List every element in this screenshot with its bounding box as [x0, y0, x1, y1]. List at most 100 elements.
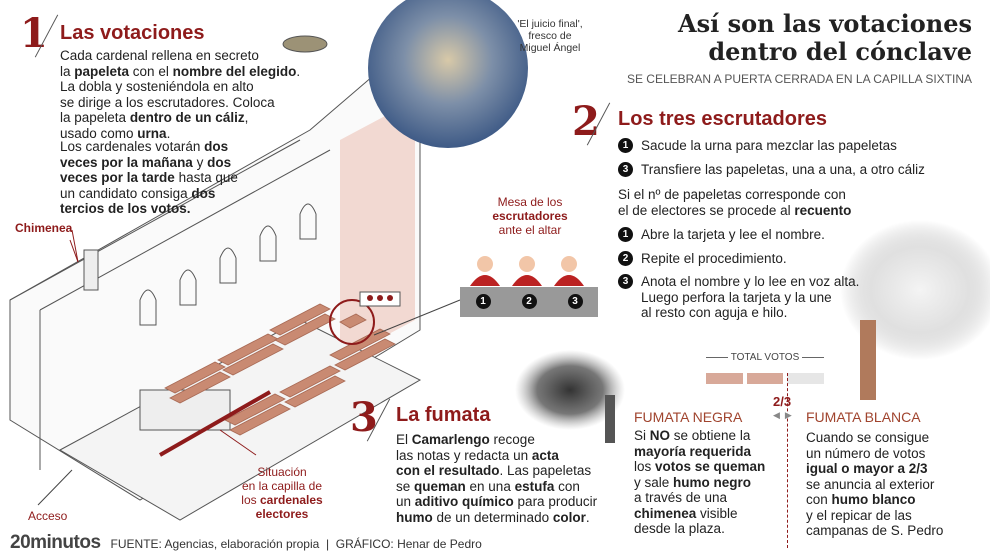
- white-smoke-title: FUMATA BLANCA: [806, 409, 921, 425]
- fresco-caption: 'El juicio final', fresco de Miguel Ánge…: [505, 18, 595, 54]
- text-segment: y: [192, 154, 208, 170]
- votes-bar: [706, 373, 825, 384]
- text-segment: Camarlengo: [411, 432, 490, 447]
- step-number-icon: 3: [618, 161, 633, 177]
- black-smoke: [515, 350, 625, 443]
- text-segment: . Las papeletas se: [396, 463, 592, 494]
- scrutineer-number: 3: [567, 294, 583, 309]
- text-segment: Situación en la capilla de los: [241, 465, 323, 507]
- text-segment: El: [396, 432, 412, 447]
- step-number-icon: 1: [618, 227, 633, 242]
- benches: [164, 303, 396, 436]
- header: Así son las votaciones dentro del cóncla…: [627, 10, 972, 87]
- count-paragraph: Si el nº de papeletas corresponde con el…: [618, 187, 958, 218]
- text-segment: visible desde la plaza.: [634, 505, 738, 537]
- white-smoke: [840, 220, 990, 400]
- brand-logo: 20minutos: [10, 532, 101, 553]
- threshold-label: 2/3: [773, 394, 792, 409]
- step-item: 1 Abre la tarjeta y lee el nombre.: [618, 227, 958, 243]
- text-segment: Si: [634, 428, 650, 443]
- text-segment: humo: [396, 509, 433, 525]
- section-number: 2: [572, 98, 600, 145]
- access-label: Acceso: [28, 509, 68, 523]
- step-text: Sacude la urna para mezclar las papeleta…: [641, 138, 897, 153]
- step-number-icon: 1: [618, 138, 633, 153]
- vote-segment: [746, 373, 784, 384]
- text-segment: acta con el resultado: [396, 447, 559, 479]
- text-segment: recuento: [794, 202, 852, 218]
- section3-paragraph: El Camarlengo recoge las notas y redacta…: [396, 432, 597, 525]
- text-segment: y el repicar de las campanas de S. Pedro: [806, 507, 944, 538]
- text-segment: estufa: [514, 478, 555, 494]
- entry-arrow: [159, 390, 271, 457]
- credits: FUENTE: Agencias, elaboración propia | G…: [110, 537, 482, 551]
- step-number-icon: 3: [618, 274, 633, 289]
- scrutineer-figures: [470, 256, 584, 286]
- text-segment: humo negro: [673, 474, 752, 490]
- black-smoke-paragraph: Si NO se obtiene la mayoría requerida lo…: [634, 428, 765, 537]
- text-segment: queman: [414, 478, 466, 494]
- section1-paragraph: Los cardenales votarán dos veces por la …: [60, 139, 238, 217]
- vote-segment: [706, 373, 743, 384]
- text-segment: Cada cardenal rellena en secreto la: [60, 48, 259, 79]
- section-title: La fumata: [396, 404, 491, 426]
- footer: 20minutos FUENTE: Agencias, elaboración …: [10, 532, 482, 554]
- step-text: Abre la tarjeta y lee el nombre.: [641, 227, 825, 242]
- text-segment: Si el nº de papeletas corresponde con el…: [618, 187, 846, 218]
- vote-segment: [787, 373, 825, 384]
- white-smoke-paragraph: Cuando se consigue un número de votos ig…: [806, 430, 943, 539]
- text-segment: para producir: [517, 494, 598, 509]
- text-segment: aditivo químico: [414, 494, 514, 509]
- text-segment: . La dobla y sosteniéndola en alto se di…: [60, 63, 301, 126]
- step-item: 3 Transfiere las papeletas, una a una, a …: [618, 161, 958, 178]
- scrutineer-number: 1: [475, 294, 491, 309]
- text-segment: y sale: [634, 474, 670, 490]
- text-segment: recoge las notas y redacta un: [396, 432, 535, 463]
- arrows-icon: ◀ ▶: [773, 410, 792, 420]
- text-segment: dos veces por la mañana: [60, 139, 229, 170]
- step-item: 1 Sacude la urna para mezclar las papelet…: [618, 138, 958, 154]
- chimney-label: Chimenea: [15, 221, 73, 235]
- text-segment: .: [585, 509, 590, 525]
- text-segment: se obtiene la: [673, 428, 751, 443]
- text-segment: Los cardenales votarán: [60, 139, 205, 154]
- highlight-circle: [329, 299, 375, 345]
- black-smoke-title: FUMATA NEGRA: [634, 409, 743, 425]
- caption-line: Miguel Ángel: [519, 42, 581, 54]
- text-segment: en una: [465, 478, 515, 494]
- position-label: Situación en la capilla de los cardenale…: [232, 465, 332, 521]
- caption-line: 'El juicio final',: [517, 18, 583, 30]
- text-segment: a través de una: [634, 490, 728, 505]
- text-segment: con un: [396, 478, 580, 510]
- page-title: Así son las votaciones dentro del cóncla…: [627, 10, 972, 66]
- text-segment: dentro de un cáliz: [129, 110, 245, 125]
- text-segment: NO: [649, 428, 671, 443]
- text-segment: dos veces por la tarde: [60, 154, 232, 186]
- text-segment: hasta que un candidato consiga: [60, 170, 238, 201]
- text-segment: nombre del elegido: [172, 63, 297, 79]
- text-segment: los: [634, 459, 652, 474]
- text-segment: se anuncia al exterior con: [806, 476, 935, 507]
- fresco-image: [368, 0, 528, 148]
- section-title: Los tres escrutadores: [618, 108, 827, 130]
- section-number: 3: [350, 394, 378, 441]
- caption-line: fresco de: [528, 30, 572, 42]
- text-segment: mayoría requerida: [634, 443, 752, 459]
- title-line: dentro del cónclave: [708, 37, 972, 66]
- text-segment: Cuando se consigue un número de votos: [806, 430, 930, 461]
- total-votes-text: TOTAL VOTOS: [727, 352, 803, 363]
- threshold-line: [787, 373, 788, 548]
- table-label: Mesa de los escrutadores ante el altar: [480, 195, 580, 237]
- title-line: Así son las votaciones: [677, 9, 972, 38]
- section2-content: 1 Sacude la urna para mezclar las papelet…: [618, 138, 958, 321]
- section-number: 1: [20, 10, 48, 57]
- text-segment: escrutadores: [492, 209, 568, 223]
- text-segment: urna: [137, 125, 167, 141]
- step-text: Transfiere las papeletas, una a una, a o…: [641, 161, 925, 177]
- text-segment: , usado como: [60, 110, 249, 141]
- total-votes-label: TOTAL VOTOS: [706, 352, 824, 367]
- section-title: Las votaciones: [60, 22, 205, 44]
